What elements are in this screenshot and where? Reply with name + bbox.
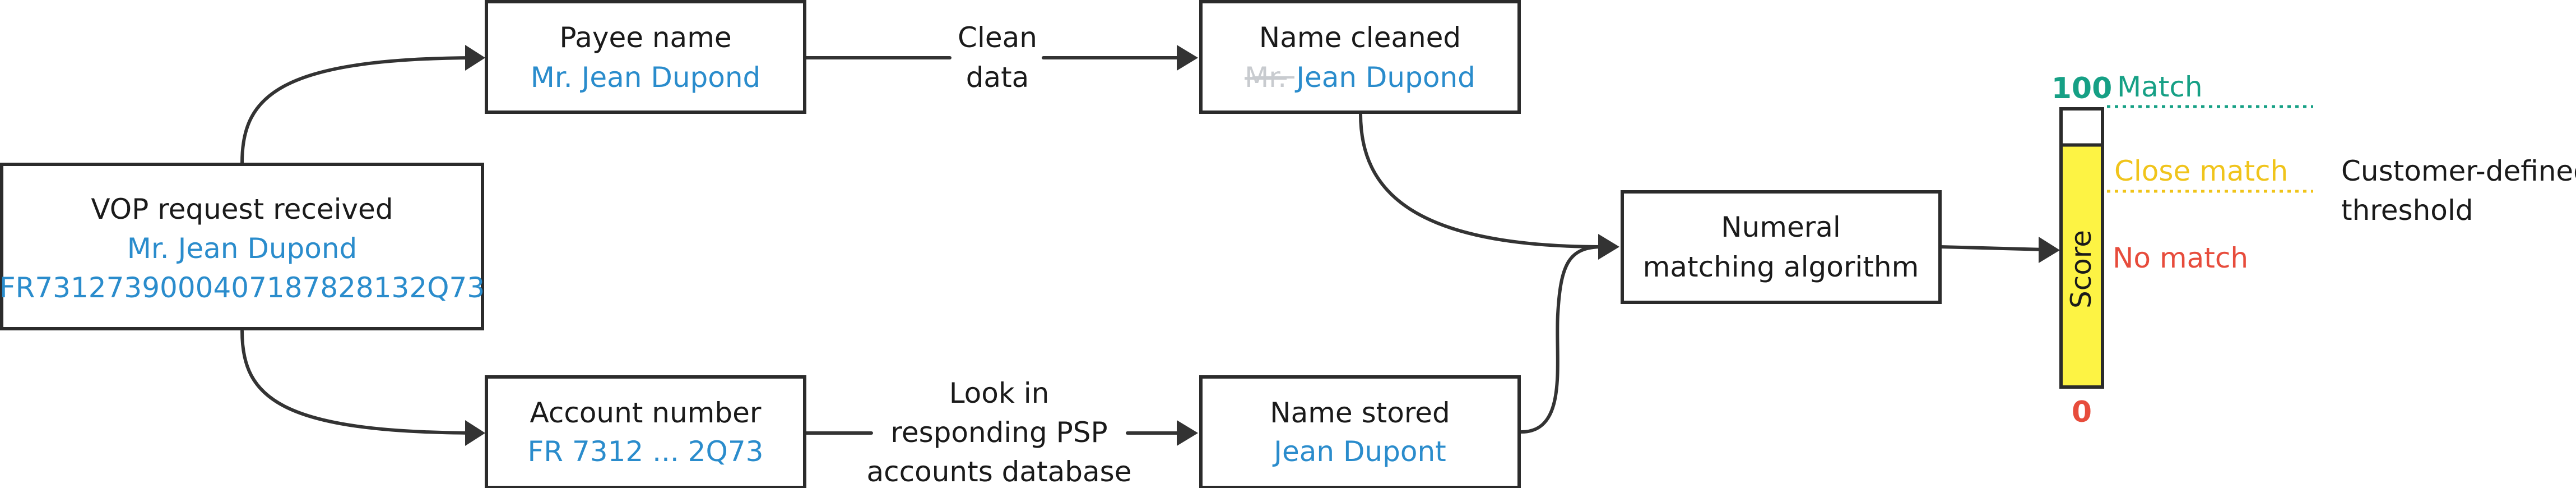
arrow-stored-to-algorithm xyxy=(1520,245,1604,434)
arrowhead-stored xyxy=(1177,420,1198,446)
account-number-box: Account number FR 7312 ... 2Q73 xyxy=(485,375,806,488)
payee-name-box: Payee name Mr. Jean Dupond xyxy=(485,0,806,114)
request-box: VOP request received Mr. Jean Dupond FR7… xyxy=(0,163,485,330)
cleaned-box-frame xyxy=(1199,0,1521,114)
lookup-label-line3: accounts database xyxy=(867,455,1132,488)
arrowhead-score xyxy=(2039,237,2060,263)
clean-data-label: Clean data xyxy=(958,21,1037,94)
arrowhead-account xyxy=(465,420,485,446)
score-gauge: Score 100 0 Match Close match No match xyxy=(2051,71,2313,429)
payee-box-frame xyxy=(485,0,806,114)
lookup-label-line1: Look in xyxy=(949,377,1050,409)
payee-title: Payee name xyxy=(559,21,731,54)
request-name: Mr. Jean Dupond xyxy=(127,232,358,265)
arrow-request-to-account xyxy=(240,329,484,435)
request-box-frame xyxy=(0,163,484,330)
clean-label-line2: data xyxy=(966,61,1029,94)
algorithm-line2: matching algorithm xyxy=(1643,251,1919,283)
close-match-label: Close match xyxy=(2114,155,2288,187)
match-label: Match xyxy=(2117,71,2203,103)
threshold-line1: Customer-defined xyxy=(2341,155,2576,187)
lookup-label-line2: responding PSP xyxy=(890,416,1107,449)
score-gauge-fill xyxy=(2061,145,2102,387)
arrowhead-algorithm xyxy=(1598,234,1619,260)
stored-title: Name stored xyxy=(1270,397,1450,429)
no-match-label: No match xyxy=(2113,242,2248,274)
algorithm-box: Numeral matching algorithm xyxy=(1621,190,1942,304)
clean-label-line1: Clean xyxy=(958,21,1037,54)
score-min-label: 0 xyxy=(2072,395,2092,429)
arrow-request-to-payee xyxy=(240,56,484,164)
arrow-cleaned-to-algorithm xyxy=(1359,112,1604,248)
name-stored-box: Name stored Jean Dupont xyxy=(1199,375,1521,488)
name-cleaned-box: Name cleaned Mr. Jean Dupond xyxy=(1199,0,1521,114)
algorithm-line1: Numeral xyxy=(1721,211,1841,243)
score-max-label: 100 xyxy=(2051,72,2113,105)
score-label: Score xyxy=(2065,230,2097,309)
payee-value: Mr. Jean Dupond xyxy=(531,61,761,94)
threshold-annotation: Customer-defined threshold xyxy=(2341,155,2576,227)
account-value: FR 7312 ... 2Q73 xyxy=(528,435,764,468)
account-box-frame xyxy=(485,375,806,488)
cleaned-value: Jean Dupond xyxy=(1294,61,1475,94)
algorithm-box-frame xyxy=(1621,190,1942,304)
lookup-label: Look in responding PSP accounts database xyxy=(867,377,1132,488)
arrow-algorithm-to-score xyxy=(1938,245,2047,251)
connectors xyxy=(240,45,2060,446)
cleaned-title: Name cleaned xyxy=(1259,21,1461,54)
request-title: VOP request received xyxy=(91,193,393,225)
threshold-line2: threshold xyxy=(2341,194,2473,227)
stored-box-frame xyxy=(1199,375,1521,488)
arrowhead-payee xyxy=(465,45,485,71)
stored-value: Jean Dupont xyxy=(1272,435,1446,468)
score-gauge-frame xyxy=(2059,107,2104,389)
account-title: Account number xyxy=(530,397,762,429)
request-iban: FR7312739000407187828132Q73 xyxy=(0,271,485,304)
arrowhead-cleaned xyxy=(1177,45,1198,71)
